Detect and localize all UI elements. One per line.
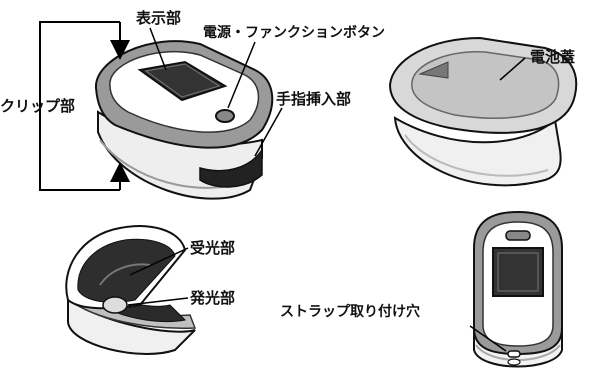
label-clip: クリップ部 bbox=[0, 97, 75, 115]
leader-light-receiver bbox=[129, 247, 189, 276]
screen-front bbox=[492, 247, 544, 297]
power-button bbox=[215, 109, 235, 123]
front-button bbox=[505, 230, 531, 241]
device-back-view bbox=[388, 36, 578, 187]
leader-finger-insert bbox=[254, 107, 283, 157]
label-battery-cover: 電池蓋 bbox=[530, 48, 575, 66]
label-power-button: 電源・ファンクションボタン bbox=[203, 24, 385, 41]
device-front-view bbox=[473, 210, 563, 368]
label-light-receiver: 受光部 bbox=[190, 239, 235, 257]
device-main-view bbox=[94, 40, 274, 200]
battery-cover-latch bbox=[418, 61, 449, 79]
device-open-view bbox=[65, 225, 197, 355]
label-finger-insert: 手指挿入部 bbox=[276, 90, 351, 108]
leader-display bbox=[149, 27, 167, 71]
clip-bracket bbox=[39, 21, 130, 191]
label-light-emitter: 発光部 bbox=[189, 289, 235, 307]
leader-power-button bbox=[227, 41, 256, 109]
leader-battery-cover bbox=[499, 57, 526, 81]
label-display: 表示部 bbox=[136, 9, 181, 27]
label-strap-hole: ストラップ取り付け穴 bbox=[280, 303, 420, 320]
emitter-window bbox=[102, 296, 128, 314]
leader-light-emitter bbox=[127, 297, 189, 306]
leader-strap-hole bbox=[469, 325, 507, 352]
strap-hole bbox=[507, 350, 521, 358]
